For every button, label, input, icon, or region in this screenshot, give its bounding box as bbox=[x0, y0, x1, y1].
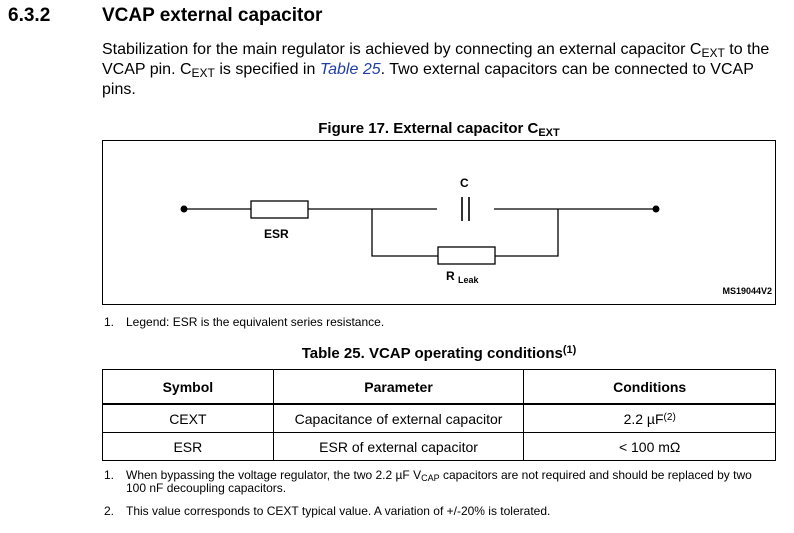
cell-condition: 2.2 µF(2) bbox=[523, 403, 776, 433]
esr-label: ESR bbox=[264, 227, 289, 241]
vcap-subscript: CAP bbox=[421, 473, 440, 483]
rleak-label-main: R bbox=[446, 269, 455, 283]
table-footnote-2: 2. This value corresponds to CEXT typical… bbox=[104, 505, 784, 518]
table-title-footnote-ref: (1) bbox=[562, 344, 577, 356]
cell-condition: < 100 mΩ bbox=[523, 432, 776, 461]
vcap-conditions-table: Symbol Parameter Conditions CEXT Capacit… bbox=[102, 369, 776, 461]
wire-leak-right bbox=[495, 209, 559, 257]
figure-reference: MS19044V2 bbox=[722, 286, 772, 296]
table-header-row: Symbol Parameter Conditions bbox=[102, 369, 776, 405]
footnote-text: When bypassing the voltage regulator, th… bbox=[126, 469, 766, 495]
figure-footnote-number: 1. bbox=[104, 315, 115, 329]
cell-symbol: CEXT bbox=[102, 403, 274, 433]
wire-leak-left bbox=[371, 209, 438, 257]
table-row: CEXT Capacitance of external capacitor 2… bbox=[102, 403, 776, 433]
footnote-text: This value corresponds to CEXT typical v… bbox=[126, 505, 766, 518]
figure-title-subscript: EXT bbox=[538, 127, 560, 139]
cext-subscript: EXT bbox=[701, 46, 725, 60]
intro-paragraph: Stabilization for the main regulator is … bbox=[102, 40, 782, 100]
table-25-link[interactable]: Table 25 bbox=[319, 61, 381, 78]
cell-symbol: ESR bbox=[102, 432, 274, 461]
esr-resistor bbox=[250, 200, 309, 219]
header-symbol: Symbol bbox=[102, 369, 274, 405]
cext-subscript: EXT bbox=[191, 66, 215, 80]
rleak-resistor bbox=[437, 246, 496, 265]
para-text-3: is specified in bbox=[214, 61, 320, 78]
table-footnote-1: 1. When bypassing the voltage regulator, … bbox=[104, 469, 784, 495]
section-title: VCAP external capacitor bbox=[102, 5, 323, 26]
capacitor-schematic bbox=[180, 197, 660, 265]
condition-value: 2.2 µF bbox=[623, 410, 664, 427]
condition-value: < 100 mΩ bbox=[618, 438, 681, 455]
section-number: 6.3.2 bbox=[8, 5, 51, 26]
footnote-number: 1. bbox=[104, 468, 115, 482]
header-conditions: Conditions bbox=[523, 369, 776, 405]
cell-parameter: ESR of external capacitor bbox=[272, 432, 525, 461]
footnote-number: 2. bbox=[104, 504, 115, 518]
header-parameter: Parameter bbox=[272, 369, 525, 405]
para-text-1: Stabilization for the main regulator is … bbox=[102, 41, 702, 58]
figure-frame: C ESR R Leak MS19044V2 bbox=[102, 140, 776, 305]
rleak-label: R Leak bbox=[446, 269, 479, 285]
footnote-text-pre: This value corresponds to CEXT typical v… bbox=[126, 504, 551, 518]
para-text-4: . Two external capacitors can be connect… bbox=[102, 61, 754, 98]
figure-footnote-text: Legend: ESR is the equivalent series res… bbox=[126, 315, 385, 329]
figure-title-text: Figure 17. External capacitor C bbox=[318, 120, 539, 137]
table-row: ESR ESR of external capacitor < 100 mΩ bbox=[102, 432, 776, 461]
footnote-text-post: capacitors are not required and should b… bbox=[126, 468, 752, 495]
figure-footnote: 1. Legend: ESR is the equivalent series r… bbox=[104, 315, 384, 329]
cell-parameter: Capacitance of external capacitor bbox=[272, 403, 525, 433]
table-title-text: Table 25. VCAP operating conditions bbox=[301, 345, 563, 362]
capacitor-label: C bbox=[460, 176, 469, 190]
right-terminal-dot bbox=[652, 205, 660, 213]
rleak-label-sub: Leak bbox=[458, 275, 479, 285]
footnote-text-pre: When bypassing the voltage regulator, th… bbox=[126, 468, 422, 482]
condition-footnote-ref: (2) bbox=[663, 411, 676, 423]
figure-title: Figure 17. External capacitor CEXT bbox=[102, 120, 776, 139]
para-text-2: to the VCAP pin. C bbox=[102, 41, 770, 78]
table-title: Table 25. VCAP operating conditions(1) bbox=[102, 344, 776, 363]
